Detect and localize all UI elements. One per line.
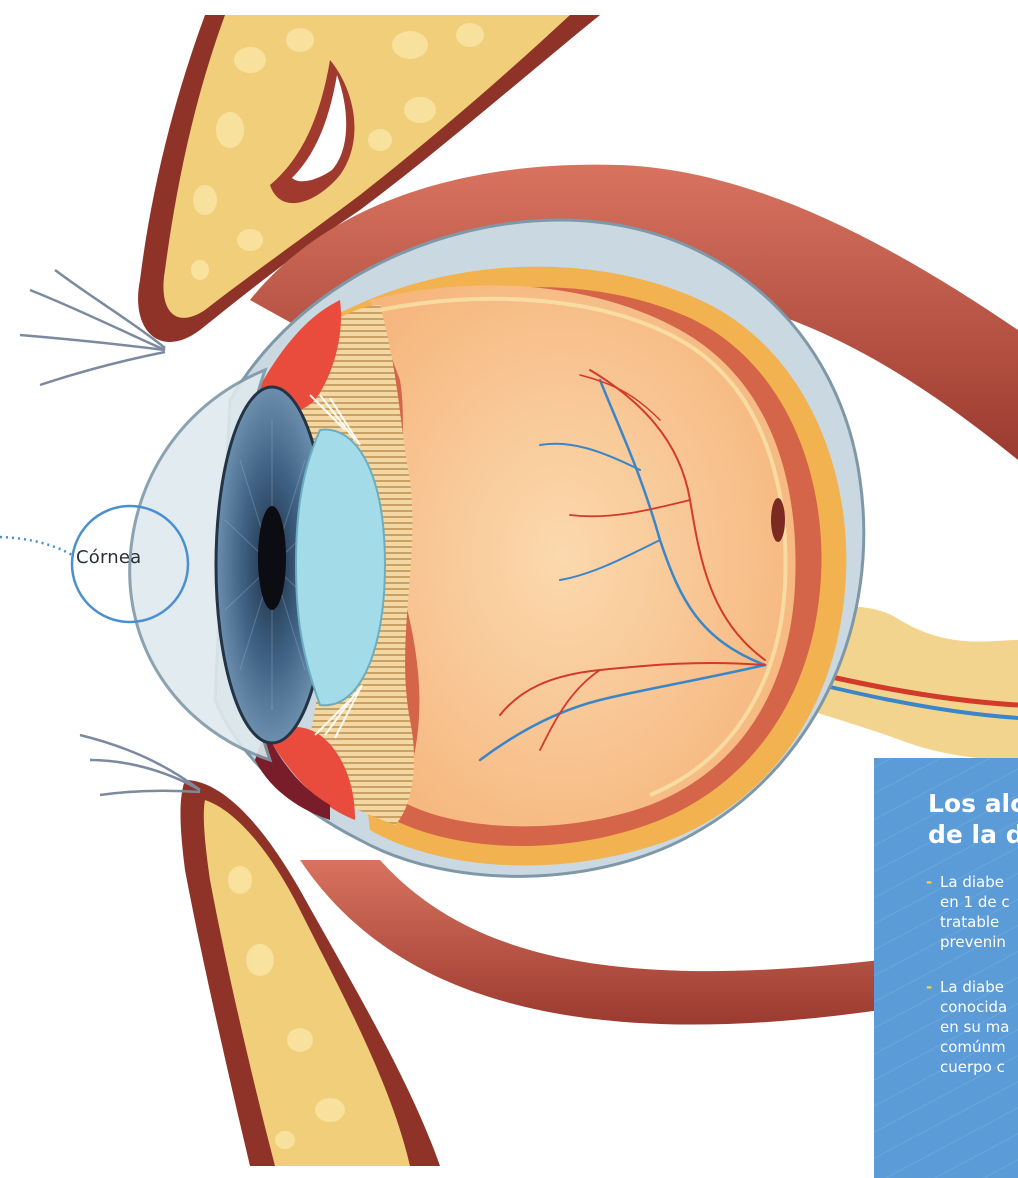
- info-item-1-line-1: La diabe: [940, 873, 1004, 891]
- pupil: [258, 506, 286, 610]
- info-panel: Los alc de la d - La diabe en 1 de c tra…: [874, 758, 1018, 1178]
- info-item-1-line-3: tratable: [940, 913, 999, 931]
- info-item-2-line-4: comúnm: [940, 1038, 1006, 1056]
- info-item-1: - La diabe en 1 de c tratable prevenin: [928, 872, 1018, 952]
- info-item-1-line-2: en 1 de c: [940, 893, 1010, 911]
- lower-eyelashes: [80, 735, 200, 795]
- info-item-2-line-1: La diabe: [940, 978, 1004, 996]
- info-item-2-marker: -: [926, 977, 932, 997]
- info-item-2-line-5: cuerpo c: [940, 1058, 1005, 1076]
- inferior-rectus-muscle: [300, 860, 880, 1025]
- info-item-2-line-2: conocida: [940, 998, 1007, 1016]
- info-title-line-2: de la d: [928, 820, 1018, 849]
- info-list: - La diabe en 1 de c tratable prevenin -…: [928, 872, 1018, 1077]
- cornea-label: Córnea: [76, 547, 141, 568]
- info-item-1-line-4: prevenin: [940, 933, 1006, 951]
- info-item-2: - La diabe conocida en su ma comúnm cuer…: [928, 977, 1018, 1077]
- info-title: Los alc de la d: [928, 788, 1018, 850]
- optic-disc: [771, 498, 785, 542]
- cornea-callout-leader: [0, 537, 72, 555]
- info-item-1-marker: -: [926, 872, 932, 892]
- info-title-line-1: Los alc: [928, 789, 1018, 818]
- info-item-2-line-3: en su ma: [940, 1018, 1009, 1036]
